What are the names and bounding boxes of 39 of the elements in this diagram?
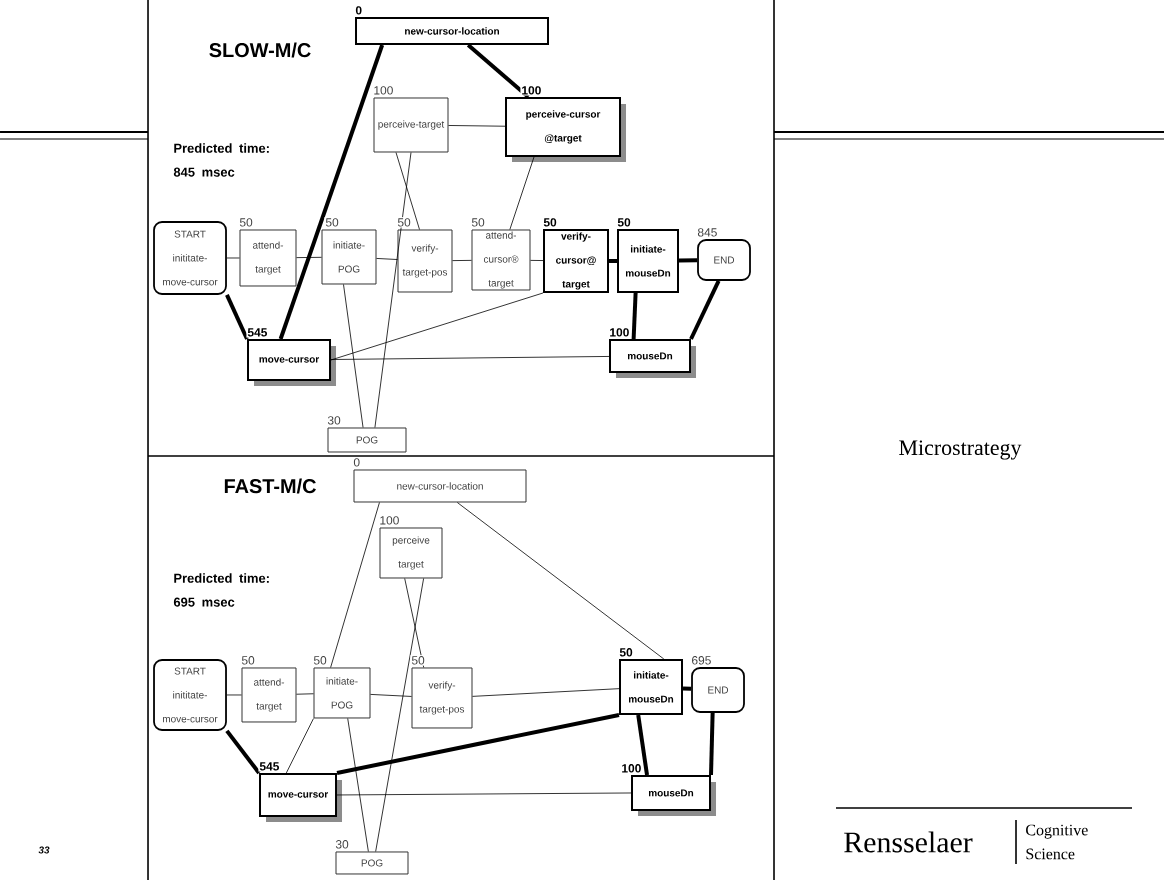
connector-line bbox=[448, 125, 506, 127]
connector-line bbox=[225, 294, 249, 340]
connector-line bbox=[709, 712, 715, 776]
connector-line bbox=[226, 694, 242, 696]
connector-line bbox=[509, 156, 535, 230]
connector-line bbox=[395, 152, 420, 230]
connector-line bbox=[370, 694, 412, 697]
connector-line bbox=[452, 259, 472, 261]
connector-line bbox=[336, 713, 620, 775]
connector-line bbox=[466, 43, 530, 99]
connector-line bbox=[278, 44, 385, 340]
connector-line bbox=[226, 257, 240, 259]
connector-line bbox=[682, 686, 692, 691]
connector-line bbox=[330, 356, 610, 360]
panel-title: SLOW-M/C bbox=[209, 42, 311, 58]
connector-line bbox=[296, 256, 322, 259]
connector-line bbox=[689, 280, 721, 340]
connector-line bbox=[347, 718, 369, 852]
connector-line bbox=[530, 260, 544, 261]
connector-line bbox=[456, 502, 665, 660]
connector-line bbox=[636, 714, 649, 776]
connector-line bbox=[679, 258, 698, 263]
connector-line bbox=[343, 284, 364, 428]
slide-heading: Microstrategy bbox=[899, 440, 1022, 460]
connector-line bbox=[336, 792, 632, 796]
connector-line bbox=[631, 292, 638, 340]
connector-line bbox=[376, 258, 398, 260]
panel-title: FAST-M/C bbox=[224, 478, 316, 494]
connector-line bbox=[285, 718, 314, 774]
connector-line bbox=[472, 688, 620, 697]
connector-line bbox=[225, 729, 261, 775]
connector-line bbox=[296, 693, 314, 695]
connector-line bbox=[330, 292, 544, 361]
connector-line bbox=[404, 578, 425, 668]
university-name: Rensselaer bbox=[844, 831, 973, 853]
connector-line bbox=[375, 578, 424, 852]
connector-line bbox=[609, 259, 617, 263]
connector-line bbox=[374, 152, 412, 428]
connector-line bbox=[330, 502, 380, 668]
